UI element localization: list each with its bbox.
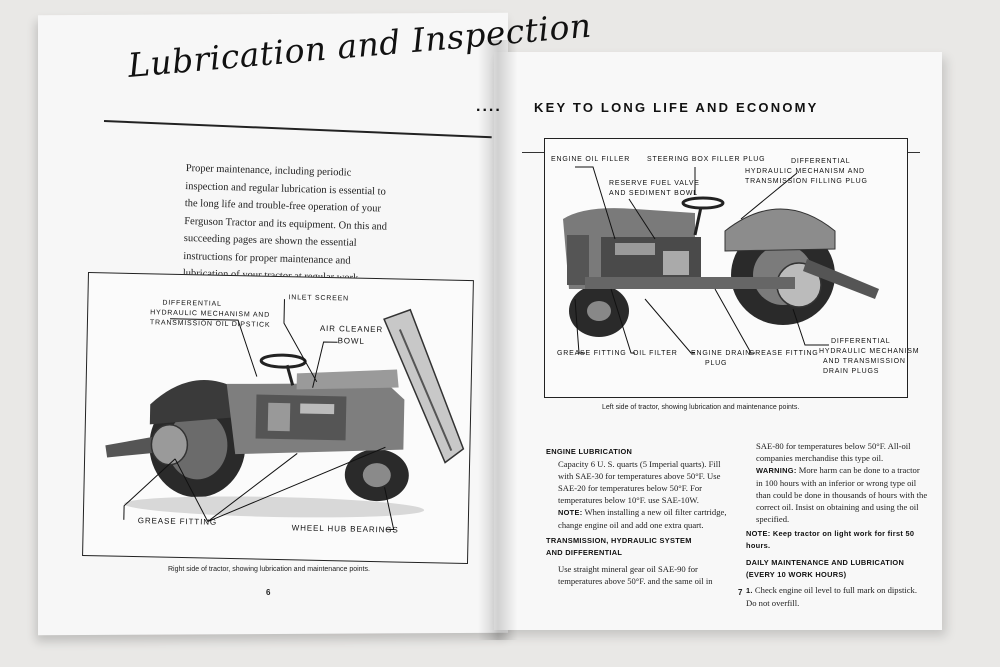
- label-diff-fill-2: HYDRAULIC MECHANISM AND: [745, 168, 865, 175]
- text-column-2: SAE-80 for temperatures below 50°F. All-…: [746, 440, 928, 609]
- right-page-title: KEY TO LONG LIFE AND ECONOMY: [534, 100, 819, 115]
- warning-label: WARNING:: [756, 466, 797, 475]
- label-reserve-2: AND SEDIMENT BOWL: [609, 190, 698, 197]
- transmission-text: Use straight mineral gear oil SAE-90 for…: [558, 564, 713, 586]
- label-bowl: BOWL: [337, 336, 365, 346]
- label-diff-drain-3: AND TRANSMISSION: [823, 358, 906, 365]
- tractor-illustration-left: [563, 166, 879, 354]
- right-page-number: 7: [738, 588, 743, 597]
- warning-text: More harm can be done to a tractor in 10…: [756, 465, 928, 524]
- heading-engine-lubrication: ENGINE LUBRICATION: [546, 447, 633, 456]
- label-diff-drain-4: DRAIN PLUGS: [823, 368, 880, 375]
- label-grease-fitting-a: GREASE FITTING: [557, 350, 627, 357]
- heading-daily-maintenance-b: (EVERY 10 WORK HOURS): [746, 570, 847, 579]
- text-column-1: ENGINE LUBRICATION Capacity 6 U. S. quar…: [546, 446, 732, 587]
- item-1-text: Check engine oil level to full mark on d…: [746, 585, 917, 608]
- label-grease-fitting-b: GREASE FITTING: [749, 350, 819, 357]
- sae80-text: SAE-80 for temperatures below 50°F. All-…: [756, 441, 911, 463]
- engine-lubrication-text: Capacity 6 U. S. quarts (5 Imperial quar…: [558, 459, 721, 505]
- label-engine-drain-1: ENGINE DRAIN: [691, 350, 752, 357]
- label-diff-fill-1: DIFFERENTIAL: [791, 158, 851, 165]
- label-engine-drain-2: PLUG: [705, 360, 728, 367]
- right-caption: Left side of tractor, showing lubricatio…: [602, 404, 800, 411]
- note-label: NOTE:: [558, 508, 583, 517]
- heading-daily-maintenance-a: DAILY MAINTENANCE AND LUBRICATION: [746, 558, 905, 567]
- title-dots: ....: [476, 98, 502, 115]
- left-side-tractor-figure: ENGINE OIL FILLER STEERING BOX FILLER PL…: [544, 138, 919, 398]
- label-air-cleaner: AIR CLEANER: [319, 323, 384, 335]
- note-light-work: NOTE: Keep tractor on light work for fir…: [746, 529, 915, 550]
- left-caption: Right side of tractor, showing lubricati…: [168, 566, 370, 573]
- label-steering-box: STEERING BOX FILLER PLUG: [647, 156, 766, 163]
- item-number-1: 1.: [746, 586, 753, 595]
- label-reserve-1: RESERVE FUEL VALVE: [609, 180, 700, 187]
- heading-transmission-b: AND DIFFERENTIAL: [546, 548, 623, 557]
- label-diff-drain-1: DIFFERENTIAL: [831, 338, 891, 345]
- heading-transmission-a: TRANSMISSION, HYDRAULIC SYSTEM: [546, 536, 692, 545]
- label-engine-oil-filler: ENGINE OIL FILLER: [551, 156, 631, 163]
- label-diff-drain-2: HYDRAULIC MECHANISM: [819, 348, 920, 355]
- label-oil-filter: OIL FILTER: [633, 350, 678, 357]
- tractor-illustration-right: [105, 299, 465, 530]
- left-page-number: 6: [266, 588, 271, 597]
- label-inlet-screen: INLET SCREEN: [288, 294, 350, 303]
- note-text: When installing a new oil filter cartrid…: [558, 507, 727, 530]
- label-grease-fitting-l: GREASE FITTING: [137, 516, 218, 527]
- label-diff-fill-3: TRANSMISSION FILLING PLUG: [745, 178, 868, 185]
- right-side-tractor-figure: DIFFERENTIAL HYDRAULIC MECHANISM AND TRA…: [82, 272, 474, 565]
- label-differential-l: DIFFERENTIAL: [162, 299, 222, 308]
- book-gutter: [478, 40, 518, 640]
